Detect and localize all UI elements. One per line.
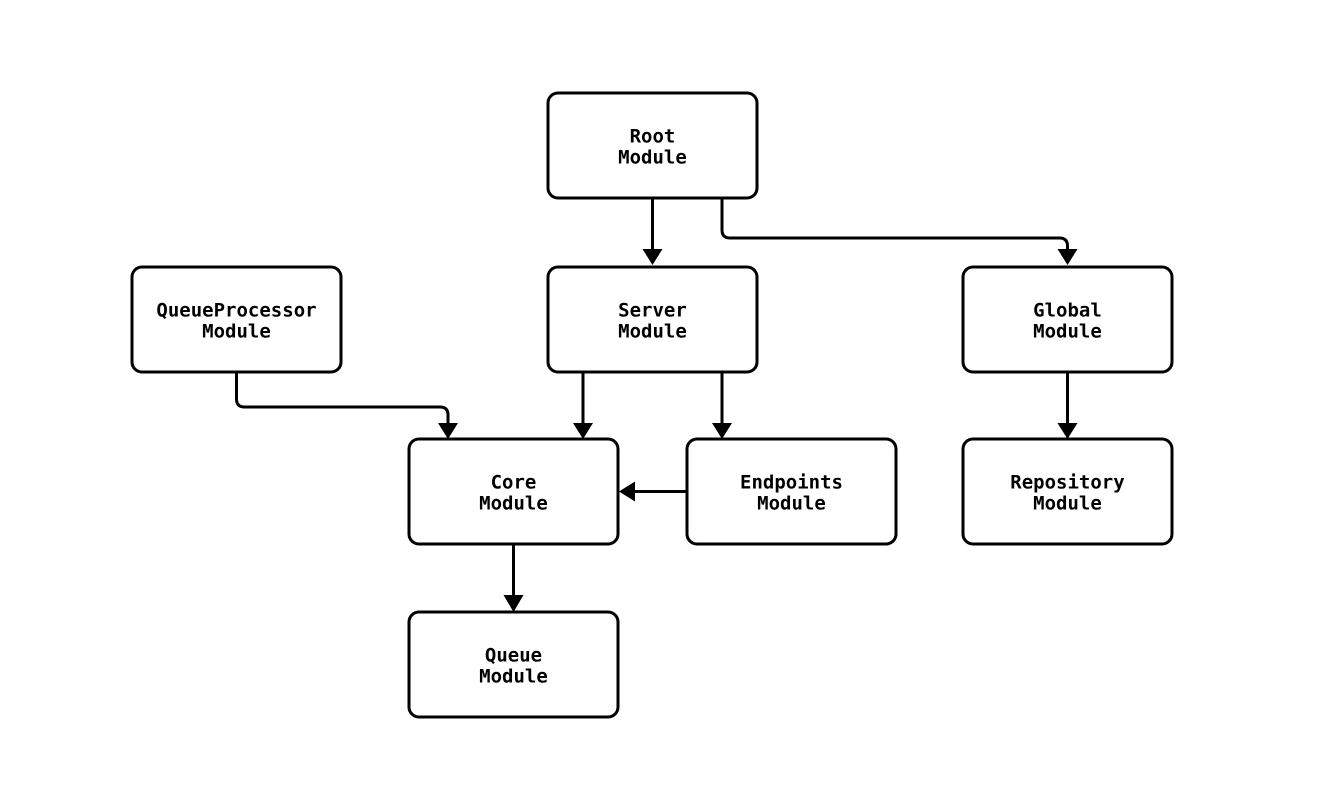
arrowhead-server-to-core — [573, 423, 593, 439]
node-queue-box — [407, 610, 620, 719]
node-root-box — [546, 91, 759, 200]
node-global-module: Global Module — [961, 265, 1174, 374]
arrowhead-queueprocessor-to-core — [438, 423, 458, 439]
arrowhead-server-to-endpoints — [712, 423, 732, 439]
node-queueprocessor-label-line2: Module — [202, 321, 271, 343]
node-server-label-line2: Module — [618, 321, 687, 343]
node-queueprocessor-box — [130, 265, 343, 374]
node-global-box — [961, 265, 1174, 374]
node-core-module: Core Module — [407, 437, 620, 546]
node-root-label-line1: Root — [630, 126, 676, 148]
edge-root-to-global — [720, 198, 1069, 250]
arrowhead-endpoints-to-core — [619, 481, 635, 502]
node-repository-module: Repository Module — [961, 437, 1174, 546]
node-core-label-line1: Core — [491, 472, 537, 494]
node-global-label-line1: Global — [1033, 300, 1102, 322]
node-queue-module: Queue Module — [407, 610, 620, 719]
node-server-box — [546, 265, 759, 374]
node-root-module: Root Module — [546, 91, 759, 200]
node-endpoints-label-line2: Module — [757, 493, 826, 515]
arrowhead-root-to-global — [1057, 249, 1078, 265]
node-queue-label-line2: Module — [479, 666, 548, 688]
edges-layer — [235, 198, 1078, 612]
node-server-module: Server Module — [546, 265, 759, 374]
node-repository-label-line2: Module — [1033, 493, 1102, 515]
edge-queueprocessor-to-core — [235, 372, 450, 424]
node-endpoints-module: Endpoints Module — [685, 437, 898, 546]
node-queueprocessor-module: QueueProcessor Module — [130, 265, 343, 374]
arrowhead-root-to-server — [642, 249, 663, 265]
node-repository-label-line1: Repository — [1010, 472, 1124, 494]
node-core-label-line2: Module — [479, 493, 548, 515]
arrowhead-global-to-repository — [1057, 423, 1078, 439]
node-endpoints-label-line1: Endpoints — [740, 472, 843, 494]
node-queue-label-line1: Queue — [485, 645, 542, 667]
node-queueprocessor-label-line1: QueueProcessor — [156, 300, 316, 322]
node-server-label-line1: Server — [618, 300, 687, 322]
node-core-box — [407, 437, 620, 546]
arrowhead-core-to-queue — [503, 595, 524, 612]
node-global-label-line2: Module — [1033, 321, 1102, 343]
nodes-layer: Root Module QueueProcessor Module Server… — [130, 91, 1174, 719]
node-repository-box — [961, 437, 1174, 546]
node-endpoints-box — [685, 437, 898, 546]
node-root-label-line2: Module — [618, 147, 687, 169]
